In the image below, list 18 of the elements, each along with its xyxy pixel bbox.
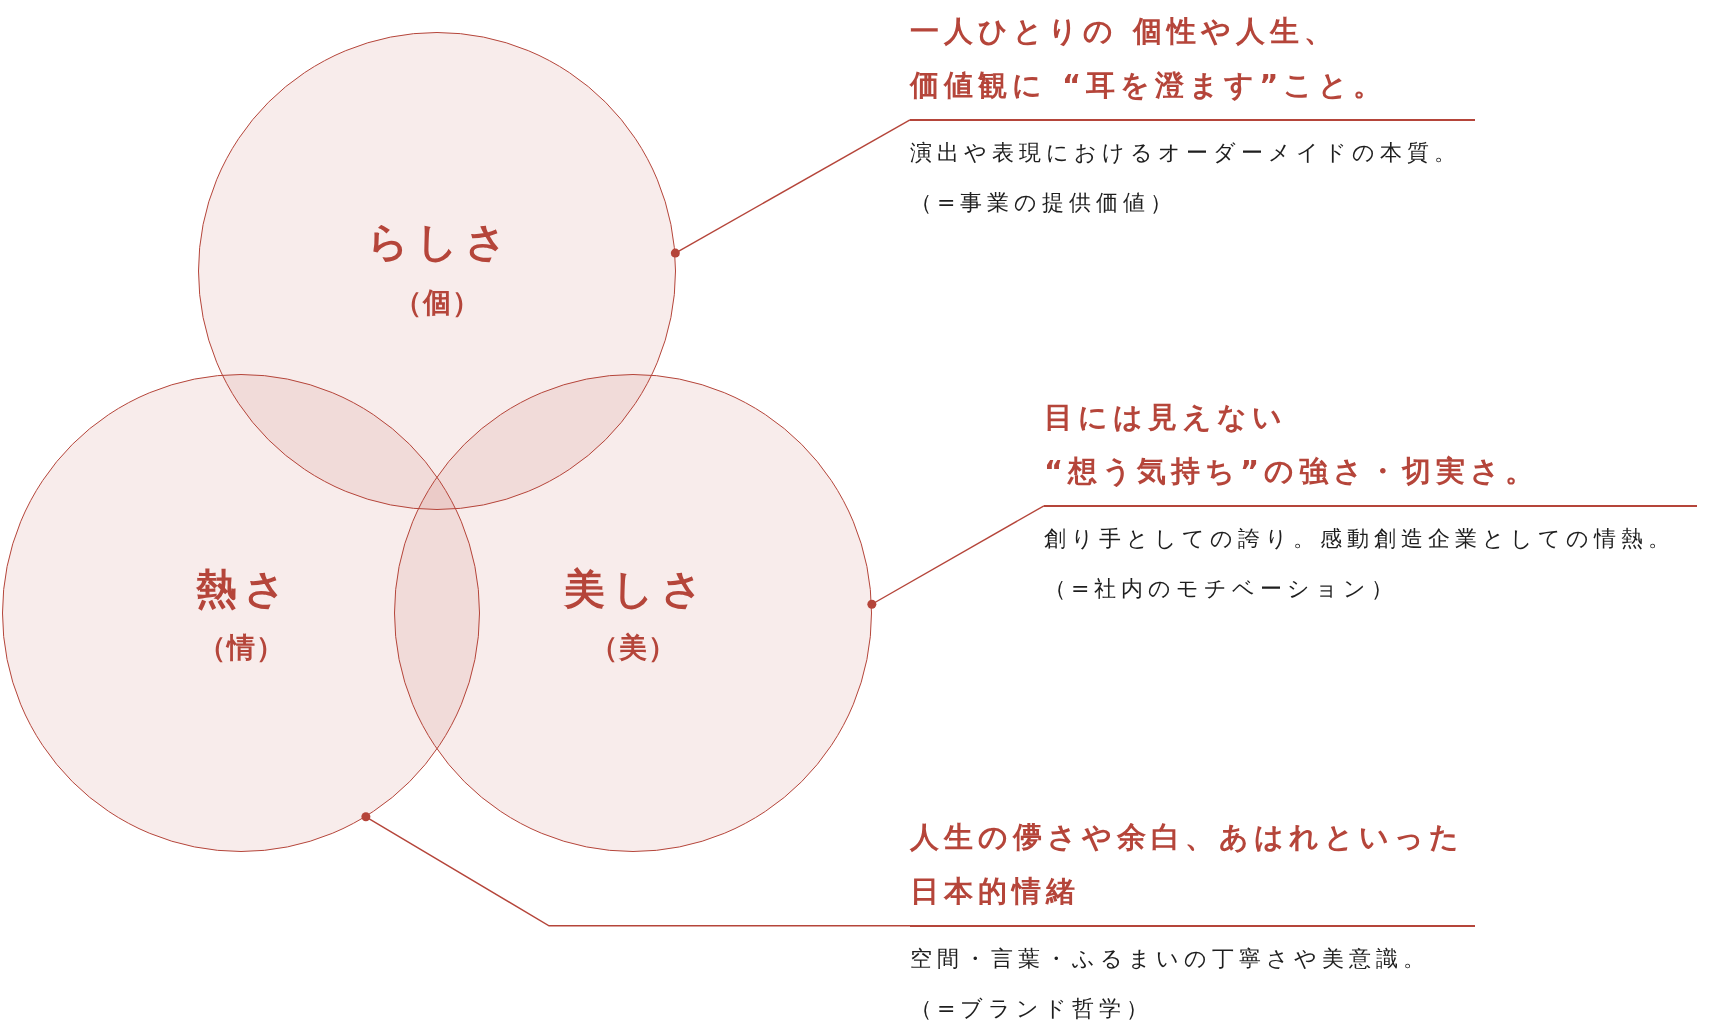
callout-text: （=社内のモチベーション） (1044, 575, 1399, 603)
callout-heading: 一人ひとりの 個性や人生、価値観に “耳を澄ます”こと。 (910, 13, 1389, 104)
callout-text: 演出や表現におけるオーダーメイドの本質。 (910, 139, 1461, 167)
circle-title: 美しさ (562, 566, 710, 614)
leader-line (361, 812, 911, 927)
leader-line (867, 505, 1045, 609)
callout-text: 創り手としての誇り。感動創造企業としての情熱。 (1044, 525, 1675, 553)
circle-title: 熱さ (195, 566, 293, 614)
leader-line (670, 119, 911, 258)
callout-heading: 目には見えない“想う気持ち”の強さ・切実さ。 (1044, 399, 1541, 490)
circle-subtitle: （美） (589, 632, 677, 665)
callout-text: （=事業の提供価値） (910, 189, 1178, 217)
callout-text: 空間・言葉・ふるまいの丁寧さや美意識。 (910, 945, 1430, 973)
callout-heading: 人生の儚さや余白、あはれといった日本的情緒 (910, 819, 1465, 910)
circle-title: らしさ (366, 219, 514, 267)
callout-text: （=ブランド哲学） (910, 995, 1154, 1023)
circle-subtitle: （個） (393, 287, 481, 320)
circle-subtitle: （情） (197, 632, 285, 665)
